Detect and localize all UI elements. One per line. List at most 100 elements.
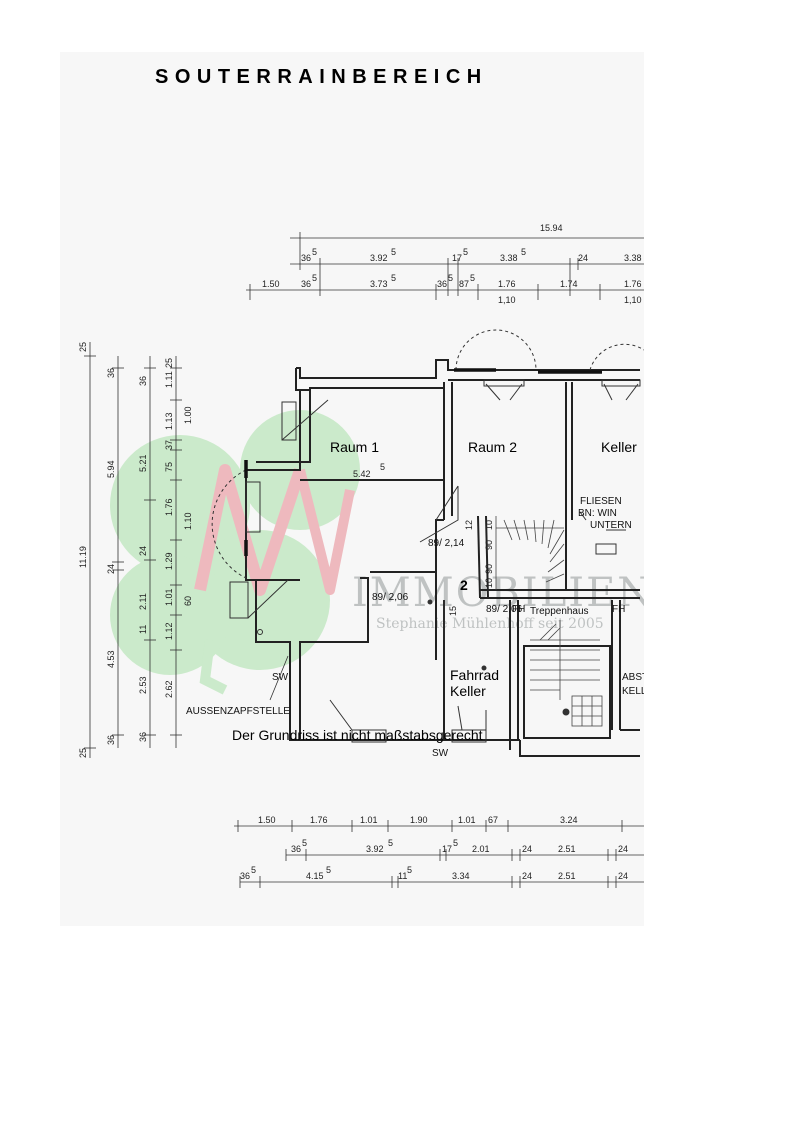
dim-bot-r3-3: 3.34 <box>452 871 470 881</box>
dim-bot-r1-0: 1.50 <box>258 815 276 825</box>
room-label-treppenhaus: Treppenhaus <box>530 606 589 617</box>
dim-top-r1-0-sup: 5 <box>312 247 317 257</box>
dim-top-r2-3-sup: 5 <box>448 273 453 283</box>
dim-left-right-5: 1.76 <box>164 498 174 516</box>
dim-top-r1-5: 3.38 <box>624 253 642 263</box>
dim-top-r2-3: 36 <box>437 279 447 289</box>
dim-bot-r2-3: 2.01 <box>472 844 490 854</box>
dim-left-mid-0: 36 <box>106 368 116 378</box>
dim-left-right-1: 1.11 <box>164 371 174 388</box>
room-label-abst-2: KELL <box>622 686 647 697</box>
room-label-fahrrad-2: Keller <box>450 683 486 699</box>
dim-left-outer-2: 25 <box>78 748 88 758</box>
dim-bot-r3-4: 24 <box>522 871 532 881</box>
raum1-width-sup: 5 <box>380 462 385 472</box>
dim-bot-r3-2: 11 <box>398 871 407 881</box>
dim-stair-3: 90 <box>484 564 494 574</box>
label-fliesen: FLIESEN <box>580 496 622 507</box>
dim-left-inner-5: 2.53 <box>138 676 148 694</box>
openings <box>211 329 644 743</box>
label-fh-left: FH <box>512 604 525 615</box>
label-aussenzapfstelle: AUSSENZAPFSTELLE <box>186 706 290 717</box>
dim-left-inner2-0: 1.00 <box>183 406 193 424</box>
dim-stair-5: 15 <box>448 606 458 616</box>
dim-bot-r3-1: 4.15 <box>306 871 324 881</box>
dim-left-right-7: 1.01 <box>164 588 174 606</box>
stairs <box>495 516 603 727</box>
dim-top-r2-1: 36 <box>301 279 311 289</box>
dim-left-right-4: 75 <box>164 462 174 472</box>
dim-bot-r3-6: 24 <box>618 871 628 881</box>
dim-bot-r2-0: 36 <box>291 844 301 854</box>
dim-bot-r3-2-sup: 5 <box>407 865 412 875</box>
dim-left-inner-1: 5.21 <box>138 454 148 472</box>
dim-left-inner2-2: 60 <box>183 596 193 606</box>
watermark-subline: Stephanie Mühlenhoff seit 2005 <box>376 616 604 632</box>
dim-top-r1-4: 24 <box>578 253 588 263</box>
heavy-lines <box>244 368 602 556</box>
dim-top-r1-1: 3.92 <box>370 253 388 263</box>
label-door-1: 89/ 2,14 <box>428 538 465 549</box>
dim-left-outer-0: 25 <box>78 342 88 352</box>
room-label-abst-1: ABST <box>622 672 648 683</box>
page-title: SOUTERRAINBEREICH <box>155 66 488 88</box>
dim-left-inner-6: 36 <box>138 732 148 742</box>
dim-top-r2-5: 1.76 <box>498 279 516 289</box>
label-door-2: 89/ 2,06 <box>372 592 409 603</box>
label-door-3: 89/ 2,06 <box>486 604 523 615</box>
dim-bot-r3-0-sup: 5 <box>251 865 256 875</box>
dim-bot-r1-3: 1.90 <box>410 815 428 825</box>
label-sw-left: SW <box>272 672 289 683</box>
dim-bot-r1-2: 1.01 <box>360 815 378 825</box>
dim-left-right-9: 2.62 <box>164 680 174 698</box>
left-dimensions <box>84 342 182 758</box>
dim-bot-r3-5: 2.51 <box>558 871 576 881</box>
dim-top-r1-2: 17 <box>452 253 462 263</box>
dim-top-r2-0: 1.50 <box>262 279 280 289</box>
dim-bot-r2-5: 2.51 <box>558 844 576 854</box>
top-dimensions <box>246 232 644 300</box>
dim-bot-r1-4: 1.01 <box>458 815 476 825</box>
dim-top-r2-2: 3.73 <box>370 279 388 289</box>
dim-left-right-3: 37 <box>164 440 174 450</box>
dim-bot-r2-1: 3.92 <box>366 844 384 854</box>
dim-bot-r2-4: 24 <box>522 844 532 854</box>
dim-bot-r1-5: 67 <box>488 815 498 825</box>
dim-left-right-8: 1.12 <box>164 622 174 640</box>
dim-left-outer-1: 11.19 <box>78 546 88 568</box>
room-label-keller: Keller <box>601 439 637 455</box>
dim-left-inner-3: 2.11 <box>138 593 148 610</box>
dim-stair-2: 90 <box>484 540 494 550</box>
room-label-raum2: Raum 2 <box>468 439 517 455</box>
dim-top-r3-1: 1,10 <box>624 295 642 305</box>
dim-top-r2-2-sup: 5 <box>391 273 396 283</box>
dim-top-r2-6: 1.74 <box>560 279 578 289</box>
dim-stair-1: 10 <box>484 520 494 530</box>
dim-bot-r3-0: 36 <box>240 871 250 881</box>
raum1-width: 5.42 <box>353 469 371 479</box>
dim-left-inner-0: 36 <box>138 376 148 386</box>
dim-top-r3-0: 1,10 <box>498 295 516 305</box>
watermark-brand: IMMOBILIEN <box>352 570 654 616</box>
bottom-dimensions <box>234 820 644 888</box>
room-label-fahrrad-1: Fahrrad <box>450 667 499 683</box>
dim-top-r2-4-sup: 5 <box>470 273 475 283</box>
room-label-raum1: Raum 1 <box>330 439 379 455</box>
dim-bot-r3-1-sup: 5 <box>326 865 331 875</box>
dim-left-inner-2: 24 <box>138 546 148 556</box>
scale-note: Der Grundriss ist nicht maßstabsgerecht <box>232 727 483 743</box>
dim-overall-top: 15.94 <box>540 223 563 233</box>
dim-left-right-0: 25 <box>164 358 174 368</box>
dim-top-r2-7: 1.76 <box>624 279 642 289</box>
bottom-dimension-labels: 1.50 1.76 1.01 1.90 1.01 67 3.24 36 5 3.… <box>240 815 628 881</box>
stair-number: 2 <box>460 577 468 593</box>
left-dimension-labels: 25 11.19 25 36 5.94 24 4.53 36 36 5.21 2… <box>78 342 193 758</box>
dim-left-mid-1: 5.94 <box>106 460 116 478</box>
dim-left-right-2: 1.13 <box>164 412 174 430</box>
dim-top-r2-4: 87 <box>459 279 469 289</box>
dim-bot-r2-6: 24 <box>618 844 628 854</box>
dim-left-mid-4: 36 <box>106 735 116 745</box>
dim-top-r1-3: 3.38 <box>500 253 518 263</box>
dim-top-r1-0: 36 <box>301 253 311 263</box>
dim-bot-r2-2-sup: 5 <box>453 838 458 848</box>
